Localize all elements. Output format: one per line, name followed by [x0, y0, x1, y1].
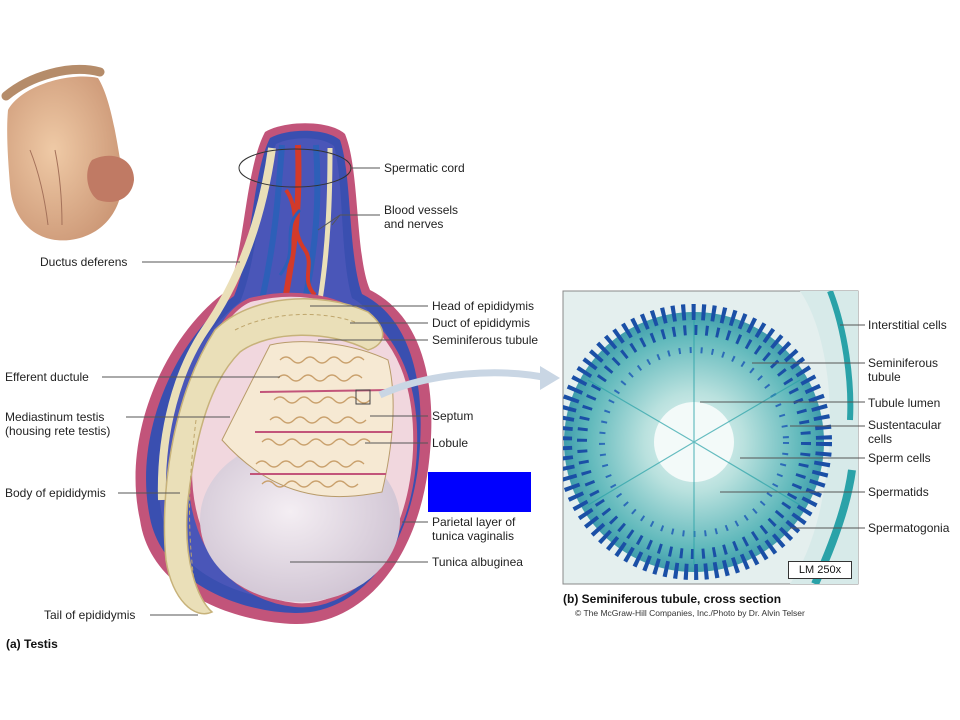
testis-illustration	[135, 123, 432, 625]
caption-b: (b) Seminiferous tubule, cross section	[563, 592, 782, 606]
label-spermatids: Spermatids	[868, 485, 929, 499]
label-blood-vessels-nerves: Blood vessels and nerves	[384, 203, 459, 231]
label-tunica-albuginea: Tunica albuginea	[432, 555, 523, 569]
label-parietal-layer: Parietal layer of tunica vaginalis	[432, 515, 516, 543]
label-septum: Septum	[432, 409, 474, 423]
label-efferent-ductule: Efferent ductule	[5, 370, 89, 384]
label-body-of-epididymis: Body of epididymis	[5, 486, 106, 500]
label-spermatic-cord: Spermatic cord	[384, 161, 465, 175]
hidden-label-box	[428, 472, 531, 512]
micrograph-image	[562, 290, 859, 585]
label-ductus-deferens: Ductus deferens	[40, 255, 128, 269]
label-micro-seminiferous-tubule: Seminiferous tubule	[868, 356, 939, 384]
label-duct-of-epididymis: Duct of epididymis	[432, 316, 531, 330]
label-tail-of-epididymis: Tail of epididymis	[44, 608, 136, 622]
label-mediastinum-testis: Mediastinum testis (housing rete testis)	[5, 410, 111, 438]
label-seminiferous-tubule: Seminiferous tubule	[432, 333, 539, 347]
label-tubule-lumen: Tubule lumen	[868, 396, 941, 410]
anatomy-inset-image	[1, 65, 134, 241]
label-lobule: Lobule	[432, 436, 469, 450]
label-spermatogonia: Spermatogonia	[868, 521, 950, 535]
label-sperm-cells: Sperm cells	[868, 451, 931, 465]
leader-lines	[102, 167, 865, 616]
label-sustentacular-cells: Sustentacular cells	[868, 418, 942, 446]
scale-bar-label: LM 250x	[788, 561, 852, 579]
photo-credit: © The McGraw-Hill Companies, Inc./Photo …	[575, 608, 805, 618]
caption-a: (a) Testis	[6, 637, 58, 651]
label-head-of-epididymis: Head of epididymis	[432, 299, 535, 313]
label-interstitial-cells: Interstitial cells	[868, 318, 947, 332]
